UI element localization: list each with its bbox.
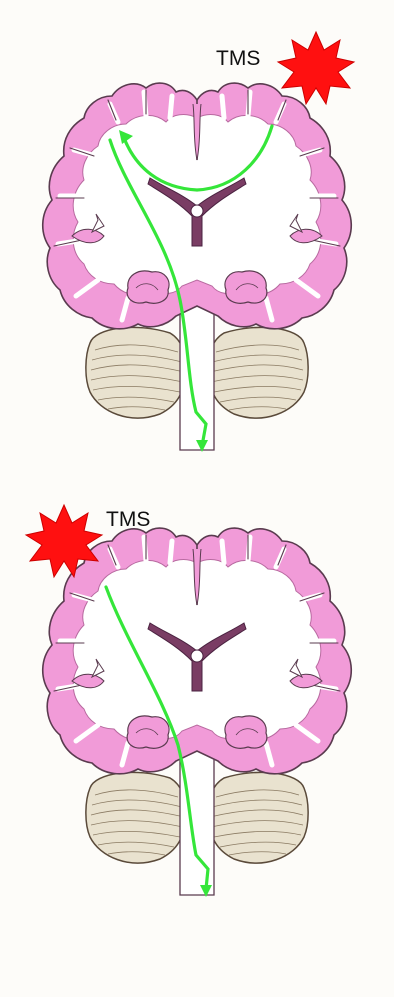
panel-top: TMS	[43, 32, 354, 452]
panel-bottom: TMS	[26, 505, 351, 897]
starburst-icon	[278, 32, 354, 104]
tms-label-bottom: TMS	[106, 508, 150, 531]
brain-section-top	[43, 83, 352, 450]
tms-label-top: TMS	[216, 47, 260, 70]
brain-section-bottom	[43, 528, 352, 895]
